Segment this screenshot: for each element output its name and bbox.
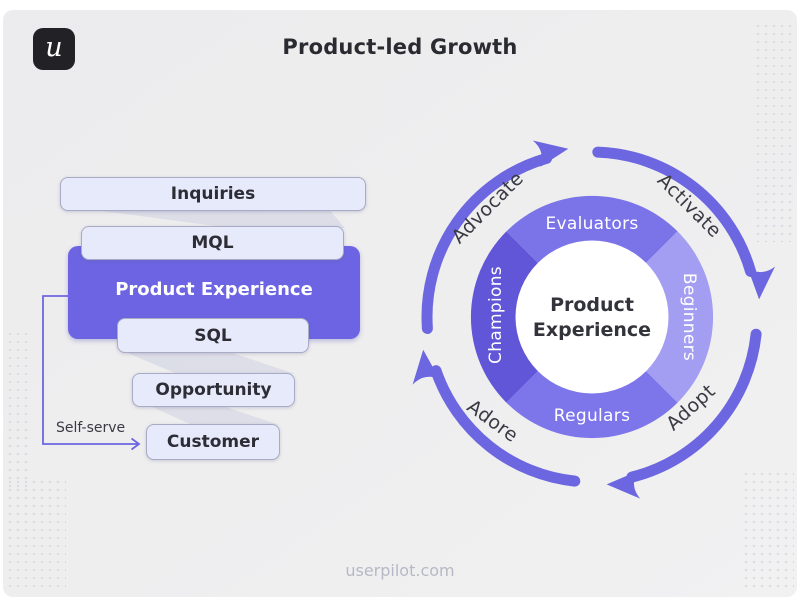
ring-segment-champions: [470, 231, 539, 403]
self-serve-arrow: [42, 295, 141, 451]
page-title: Product-led Growth: [282, 35, 518, 59]
cycle-arrowhead-top-icon: [532, 140, 569, 167]
funnel-stage-customer: Customer: [146, 424, 280, 460]
funnel-stage-opportunity: Opportunity: [132, 373, 295, 407]
ring-label-regulars: Regulars: [554, 406, 630, 426]
ring-segment-evaluators: [506, 195, 678, 264]
funnel-stage-sql: SQL: [117, 318, 309, 353]
cycle-center-circle: [515, 240, 669, 394]
ring-segment-regulars: [506, 370, 678, 439]
website-url: userpilot.com: [345, 561, 455, 580]
funnel-stage-inquiries: Inquiries: [60, 177, 366, 211]
self-serve-arrow-line: [42, 295, 138, 445]
self-serve-label: Self-serve: [56, 420, 126, 436]
ring-label-champions: Champions: [486, 266, 506, 364]
cycle-arrowhead-bottom-icon: [606, 471, 641, 499]
ring-label-evaluators: Evaluators: [545, 214, 638, 234]
userpilot-logo-icon: u: [33, 28, 75, 70]
cycle-arrowhead-right-icon: [747, 266, 776, 300]
cycle-center-text-line1: Product: [550, 294, 634, 316]
growth-cycle-diagram: Evaluators Beginners Regulars Champions …: [412, 140, 776, 499]
cycle-arrowhead-left-icon: [412, 349, 440, 385]
cycle-arc-advocate: [421, 152, 552, 334]
ring-label-beginners: Beginners: [679, 273, 699, 361]
cycle-arc-adopt: [626, 328, 762, 483]
cycle-center-text-line2: Experience: [533, 319, 651, 341]
self-serve-arrowhead-icon: [130, 437, 141, 451]
cycle-arc-activate: [592, 146, 757, 277]
ring-segment-beginners: [645, 231, 714, 403]
funnel-stage-mql: MQL: [81, 226, 344, 260]
cycle-arc-adore: [430, 365, 581, 487]
